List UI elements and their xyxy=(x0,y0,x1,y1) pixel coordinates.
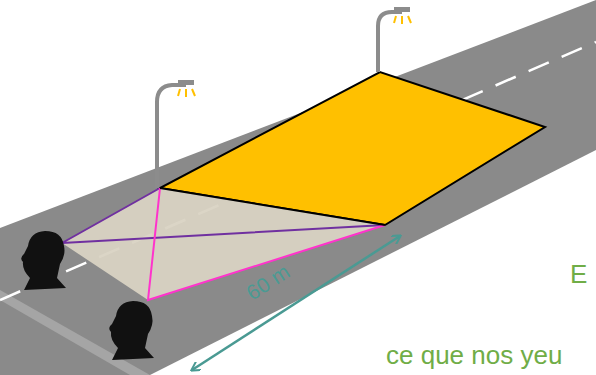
body-text: ce que nos yeu xyxy=(386,341,562,370)
person-head xyxy=(21,231,66,290)
view-triangle-far xyxy=(62,188,385,243)
lit-zone-edge xyxy=(160,188,385,225)
center-line xyxy=(0,42,596,300)
street-lamp xyxy=(378,7,410,72)
view-zone xyxy=(62,188,385,300)
lamp-rays xyxy=(394,16,411,24)
street-lamp xyxy=(157,80,194,188)
lamp-rays xyxy=(178,89,195,97)
heading-text: E xyxy=(570,260,587,289)
person-head xyxy=(109,301,154,360)
dimension-arrow xyxy=(192,236,400,370)
